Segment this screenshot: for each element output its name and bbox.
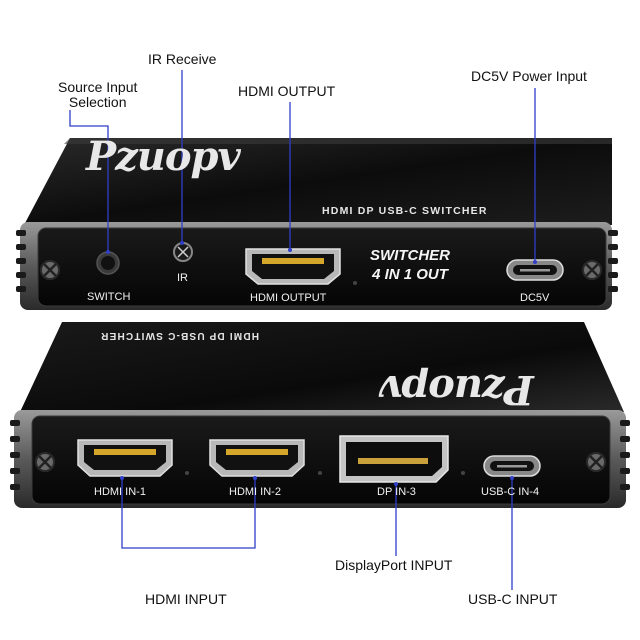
bottom-device-front-panel <box>31 415 611 505</box>
bottom-device <box>10 322 630 508</box>
bottom-device-right-fins <box>620 420 630 490</box>
top-device-highlight <box>64 138 612 144</box>
screw-icon <box>35 452 55 472</box>
top-device-top-surface <box>24 138 612 225</box>
leader-lines <box>69 70 536 590</box>
dc5v-power-callout: DC5V Power Input <box>471 68 587 84</box>
switch-button-icon <box>96 251 120 275</box>
ir-label: IR <box>177 272 188 284</box>
bottom-device-top-surface <box>20 322 624 412</box>
ir-receive-callout: IR Receive <box>148 51 217 67</box>
switcher-line-1: SWITCHER <box>370 247 450 264</box>
hdmi-in-1-port-icon <box>77 439 173 477</box>
usbc-in-4-port-icon <box>483 455 541 477</box>
switcher-label: SWITCHER 4 IN 1 OUT <box>370 246 450 284</box>
top-device-left-fins <box>16 230 26 292</box>
dc5v-label: DC5V <box>520 292 550 304</box>
hdmi-in-2-label: HDMI IN-2 <box>229 486 281 498</box>
hdmi-in-1-label: HDMI IN-1 <box>94 486 146 498</box>
dp-in-3-label: DP IN-3 <box>377 486 416 498</box>
bottom-device-left-fins <box>10 420 20 490</box>
source-input-callout: Source Input Selection <box>58 79 138 110</box>
hdmi-in-2-port-icon <box>209 439 305 477</box>
brand-logo-inverted: Pzuopv <box>380 366 534 413</box>
ir-sensor-icon <box>173 242 193 262</box>
dc5v-port-icon <box>506 259 564 281</box>
screw-icon <box>40 260 60 280</box>
hdmi-output-callout: HDMI OUTPUT <box>238 83 336 99</box>
switcher-line-2: 4 IN 1 OUT <box>372 266 448 283</box>
model-label: HDMI DP USB-C SWITCHER <box>322 205 488 217</box>
screw-icon <box>582 260 602 280</box>
leader-dots <box>106 241 537 486</box>
displayport-input-callout: DisplayPort INPUT <box>335 557 453 573</box>
brand-logo: Pzuopv <box>86 133 241 180</box>
hdmi-input-callout: HDMI INPUT <box>145 591 227 607</box>
switch-label: SWITCH <box>87 291 131 303</box>
screw-icon <box>586 452 606 472</box>
top-device-right-fins <box>608 230 618 292</box>
usbc-in-4-label: USB-C IN-4 <box>481 486 540 498</box>
usbc-input-callout: USB-C INPUT <box>468 591 558 607</box>
hdmi-output-port-icon <box>245 248 341 285</box>
top-device <box>16 138 618 310</box>
displayport-port-icon <box>339 435 449 483</box>
hdmi-output-label: HDMI OUTPUT <box>250 292 327 304</box>
model-label-inverted: HDMI DP USB-C SWITCHER <box>100 330 259 341</box>
